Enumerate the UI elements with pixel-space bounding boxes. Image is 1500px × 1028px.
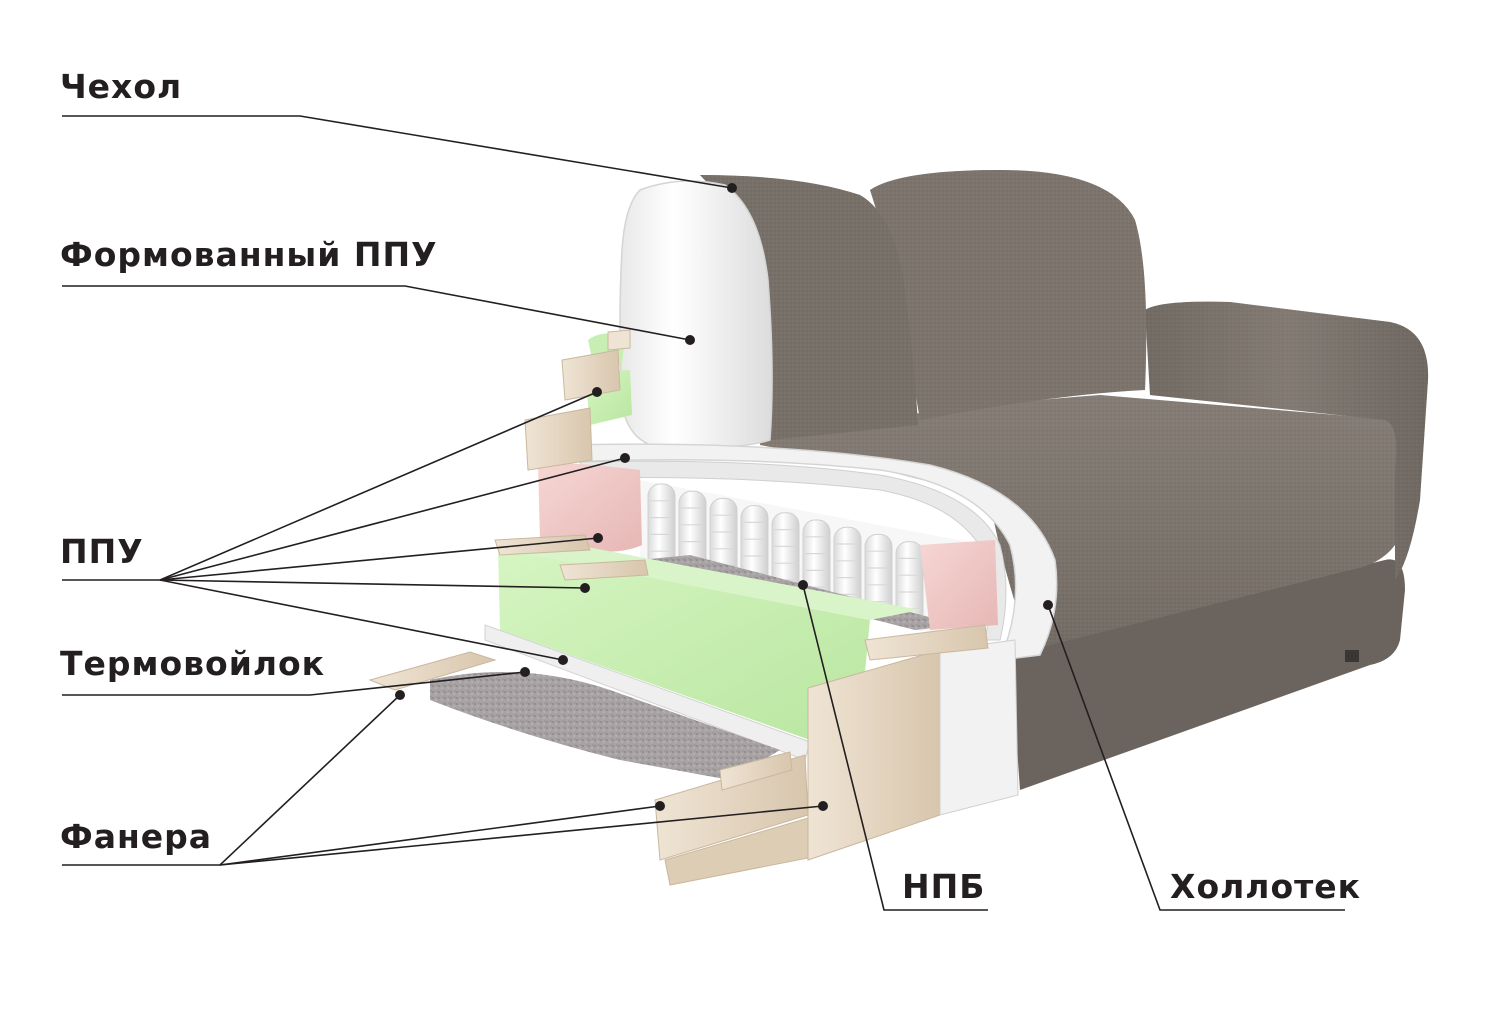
leader-spring-block — [802, 584, 988, 911]
leader-foam-2 — [159, 457, 626, 581]
dot-molded-foam — [685, 335, 695, 345]
plywood-frame — [368, 329, 1019, 886]
label-felt: Термовойлок — [60, 644, 326, 683]
pink-foam-right — [920, 540, 998, 630]
leader-felt — [62, 671, 526, 696]
spring-coil — [647, 483, 676, 569]
label-foam: ППУ — [60, 532, 144, 571]
leader-cover — [62, 115, 733, 189]
label-cover: Чехол — [60, 67, 183, 106]
dot-cover — [727, 183, 737, 193]
leader-dots — [395, 183, 1053, 811]
spring-coil — [864, 533, 893, 619]
dot-spring-block — [798, 580, 808, 590]
green-foam-main — [498, 548, 870, 745]
dot-foam-5 — [558, 655, 568, 665]
dot-foam-3 — [593, 533, 603, 543]
leader-foam-3 — [159, 537, 599, 581]
leader-molded-foam — [62, 285, 691, 341]
dot-felt — [520, 667, 530, 677]
dot-plywood-2 — [655, 801, 665, 811]
dot-hollotek — [1043, 600, 1053, 610]
dot-plywood-1 — [395, 690, 405, 700]
dot-foam-4 — [580, 583, 590, 593]
label-plywood: Фанера — [60, 817, 213, 856]
spring-coil — [802, 519, 831, 605]
dot-foam-2 — [620, 453, 630, 463]
dot-foam-1 — [592, 387, 602, 397]
leader-lines — [62, 115, 1345, 911]
leader-foam-4 — [159, 579, 586, 589]
hollotek-layer — [563, 443, 1058, 661]
sofa-foot — [1345, 650, 1359, 662]
dot-plywood-3 — [818, 801, 828, 811]
pink-foam-left — [538, 463, 642, 552]
leader-plywood-3 — [219, 805, 824, 866]
leader-plywood-2 — [219, 805, 661, 866]
label-hollotek: Холлотек — [1170, 867, 1362, 906]
molded-foam-pillow — [619, 180, 773, 450]
label-molded-foam: Формованный ППУ — [60, 235, 438, 274]
spring-coil — [740, 505, 769, 591]
felt-layer — [430, 672, 780, 780]
leader-hollotek — [1047, 604, 1345, 911]
label-spring-block: НПБ — [902, 867, 986, 906]
leader-foam-5 — [159, 579, 564, 661]
sofa-illustration — [368, 170, 1429, 886]
sofa-front-base — [1010, 559, 1405, 790]
